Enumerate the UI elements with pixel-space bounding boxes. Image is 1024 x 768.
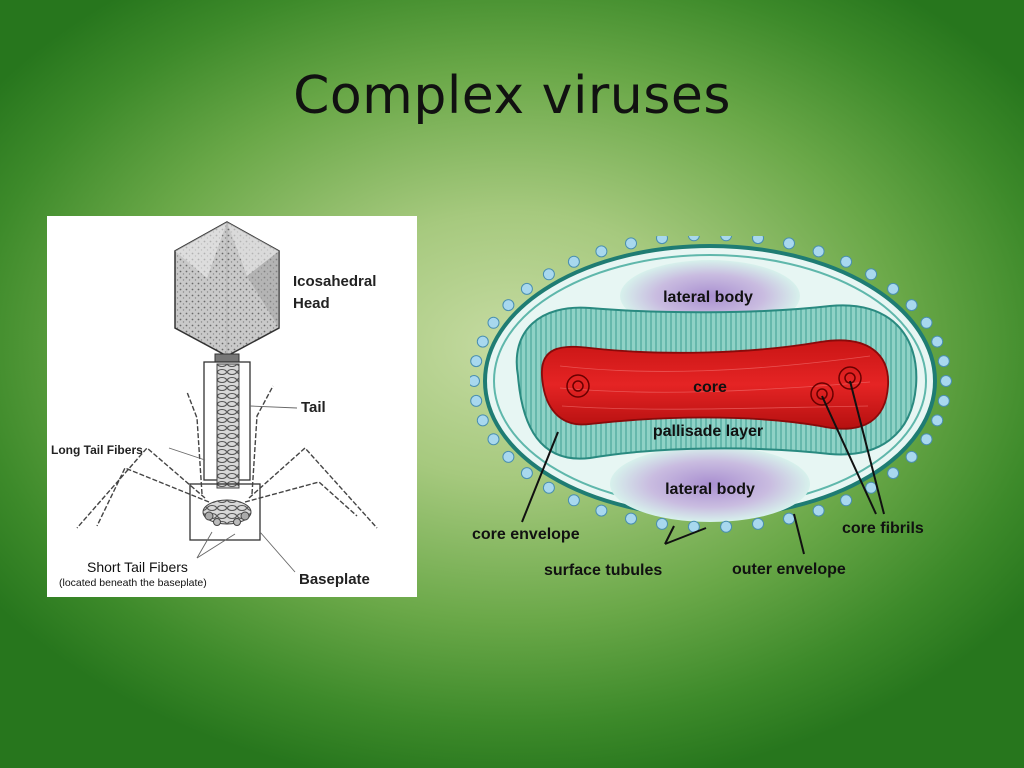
label-lateral-body-bottom: lateral body — [665, 481, 755, 498]
surface-tubule-bead — [656, 517, 668, 530]
surface-tubule-bead — [470, 375, 480, 387]
surface-tubule-bead — [920, 433, 933, 446]
label-outer-envelope: outer envelope — [732, 561, 846, 578]
surface-tubule-bead — [840, 255, 853, 268]
surface-tubule-bead — [567, 494, 580, 507]
surface-tubule-bead — [595, 504, 608, 517]
surface-tubule-bead — [595, 245, 608, 258]
surface-tubule-bead — [487, 316, 500, 329]
poxvirus-diagram: lateral body core pallisade layer latera… — [470, 236, 960, 586]
surface-tubule-bead — [905, 450, 918, 463]
surface-tubule-bead — [865, 481, 878, 494]
collar — [214, 353, 240, 363]
surface-tubule-bead — [567, 255, 580, 268]
surface-tubule-bead — [476, 335, 489, 348]
surface-tubule-bead — [720, 520, 733, 533]
surface-tubule-bead — [940, 375, 952, 387]
surface-tubule-bead — [502, 450, 515, 463]
surface-tubule-bead — [937, 394, 950, 407]
surface-tubule-bead — [812, 504, 825, 517]
surface-tubule-bead — [931, 335, 944, 348]
surface-tubule-bead — [752, 517, 764, 530]
label-surface-tubules: surface tubules — [544, 562, 662, 579]
label-head: Head — [293, 295, 330, 312]
poxvirus-illustration: lateral body core pallisade layer latera… — [470, 236, 952, 579]
surface-tubule-bead — [520, 282, 533, 295]
label-core-envelope: core envelope — [472, 526, 580, 543]
icosahedral-head — [174, 221, 280, 357]
surface-tubule-bead — [625, 237, 637, 250]
surface-tubules — [470, 236, 952, 533]
long-tail-fibers — [76, 385, 378, 529]
surface-tubule-bead — [487, 433, 500, 446]
surface-tubule-bead — [542, 268, 555, 281]
label-icosahedral: Icosahedral — [293, 273, 376, 290]
surface-tubule-bead — [812, 245, 825, 258]
surface-tubule-bead — [865, 268, 878, 281]
lateral-body-bottom — [610, 446, 810, 522]
surface-tubule-bead — [887, 467, 900, 480]
label-short-tail-fibers: Short Tail Fibers — [87, 559, 188, 575]
surface-tubule-bead — [905, 299, 918, 312]
surface-tubule-bead — [752, 236, 764, 245]
tail-sheath — [216, 363, 240, 489]
surface-tubule-bead — [470, 355, 483, 368]
surface-tubule-bead — [687, 236, 700, 242]
surface-tubule-bead — [520, 467, 533, 480]
surface-tubule-bead — [502, 299, 515, 312]
surface-tubule-bead — [470, 394, 483, 407]
bacteriophage-diagram: Icosahedral Head Tail Long Tail Fibers S… — [47, 216, 417, 597]
baseplate — [202, 499, 252, 526]
pointer-lines-right — [521, 380, 885, 555]
label-pallisade-layer: pallisade layer — [653, 423, 763, 440]
surface-tubule-bead — [720, 236, 733, 242]
surface-tubule-bead — [625, 512, 637, 525]
core — [541, 339, 889, 430]
surface-tubule-bead — [931, 414, 944, 427]
surface-tubule-bead — [476, 414, 489, 427]
surface-tubule-bead — [920, 316, 933, 329]
label-tail: Tail — [301, 399, 326, 416]
label-long-tail-fibers: Long Tail Fibers — [51, 443, 143, 457]
label-baseplate: Baseplate — [299, 571, 370, 588]
surface-tubule-bead — [937, 355, 950, 368]
label-core: core — [693, 379, 727, 396]
pointer-lines — [168, 405, 298, 573]
label-core-fibrils: core fibrils — [842, 520, 924, 537]
surface-tubule-bead — [656, 236, 668, 245]
surface-tubule-bead — [542, 481, 555, 494]
surface-tubule-bead — [783, 512, 795, 525]
label-short-tail-note: (located beneath the baseplate) — [59, 577, 207, 589]
surface-tubule-bead — [783, 237, 795, 250]
label-lateral-body-top: lateral body — [663, 289, 753, 306]
surface-tubule-bead — [887, 282, 900, 295]
bacteriophage-illustration: Icosahedral Head Tail Long Tail Fibers S… — [51, 221, 378, 589]
surface-tubule-bead — [840, 494, 853, 507]
slide-title: Complex viruses — [293, 66, 731, 126]
